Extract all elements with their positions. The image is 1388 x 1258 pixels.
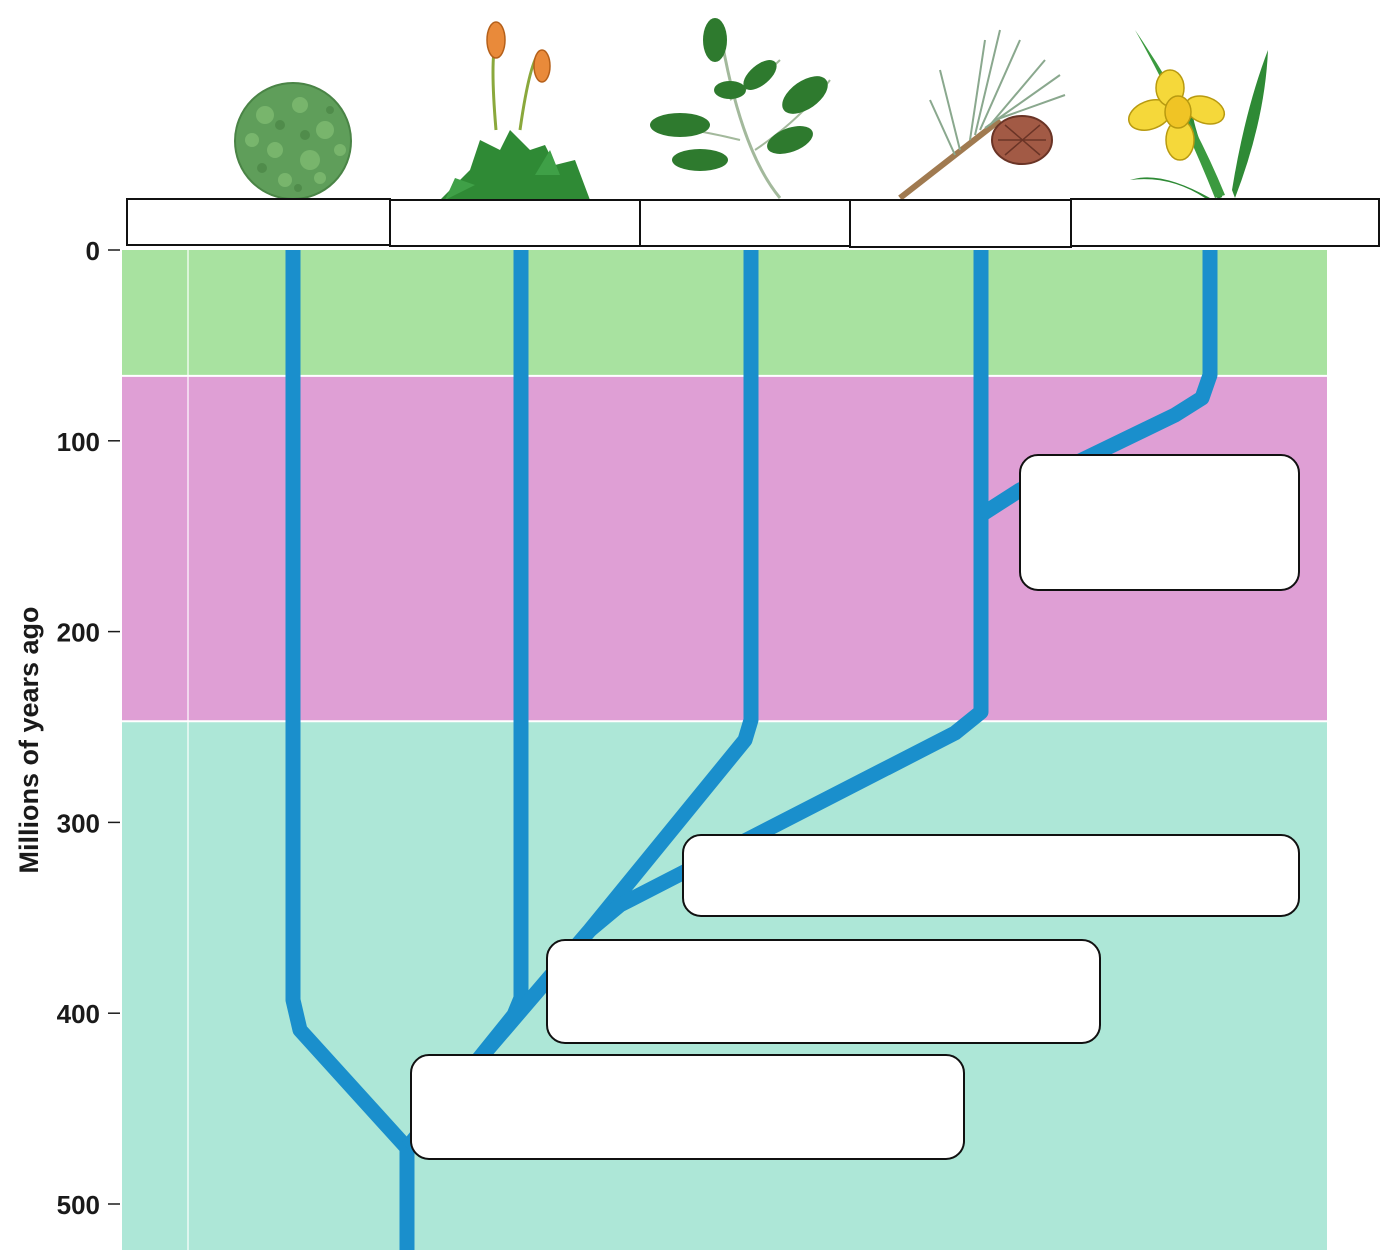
axis-tick-label: 300	[57, 808, 100, 838]
label-boxes	[127, 199, 1379, 247]
axis-tick-label: 400	[57, 999, 100, 1029]
branch-box-land[interactable]	[411, 1055, 964, 1159]
axis-title: Millions of years ago	[14, 606, 44, 873]
y-axis: 0 100 200 300 400 500	[57, 236, 120, 1220]
moss-icon	[440, 22, 590, 200]
label-box-4[interactable]	[850, 200, 1071, 247]
label-box-5[interactable]	[1071, 199, 1379, 246]
conifer-icon	[900, 30, 1065, 198]
era-band-recent	[122, 250, 1327, 376]
label-box-3[interactable]	[640, 200, 850, 246]
fern-icon	[650, 18, 834, 198]
label-box-2[interactable]	[390, 200, 640, 246]
green-alga-icon	[235, 83, 351, 199]
branch-box-flowers[interactable]	[1020, 455, 1299, 590]
branch-box-seeds[interactable]	[683, 835, 1299, 916]
label-box-1[interactable]	[127, 199, 390, 245]
branch-box-vascular[interactable]	[547, 940, 1100, 1043]
flowering-plant-icon	[1125, 30, 1268, 198]
axis-tick-label: 500	[57, 1190, 100, 1220]
axis-tick-label: 100	[57, 427, 100, 457]
axis-tick-label: 0	[86, 236, 100, 266]
axis-tick-label: 200	[57, 618, 100, 648]
